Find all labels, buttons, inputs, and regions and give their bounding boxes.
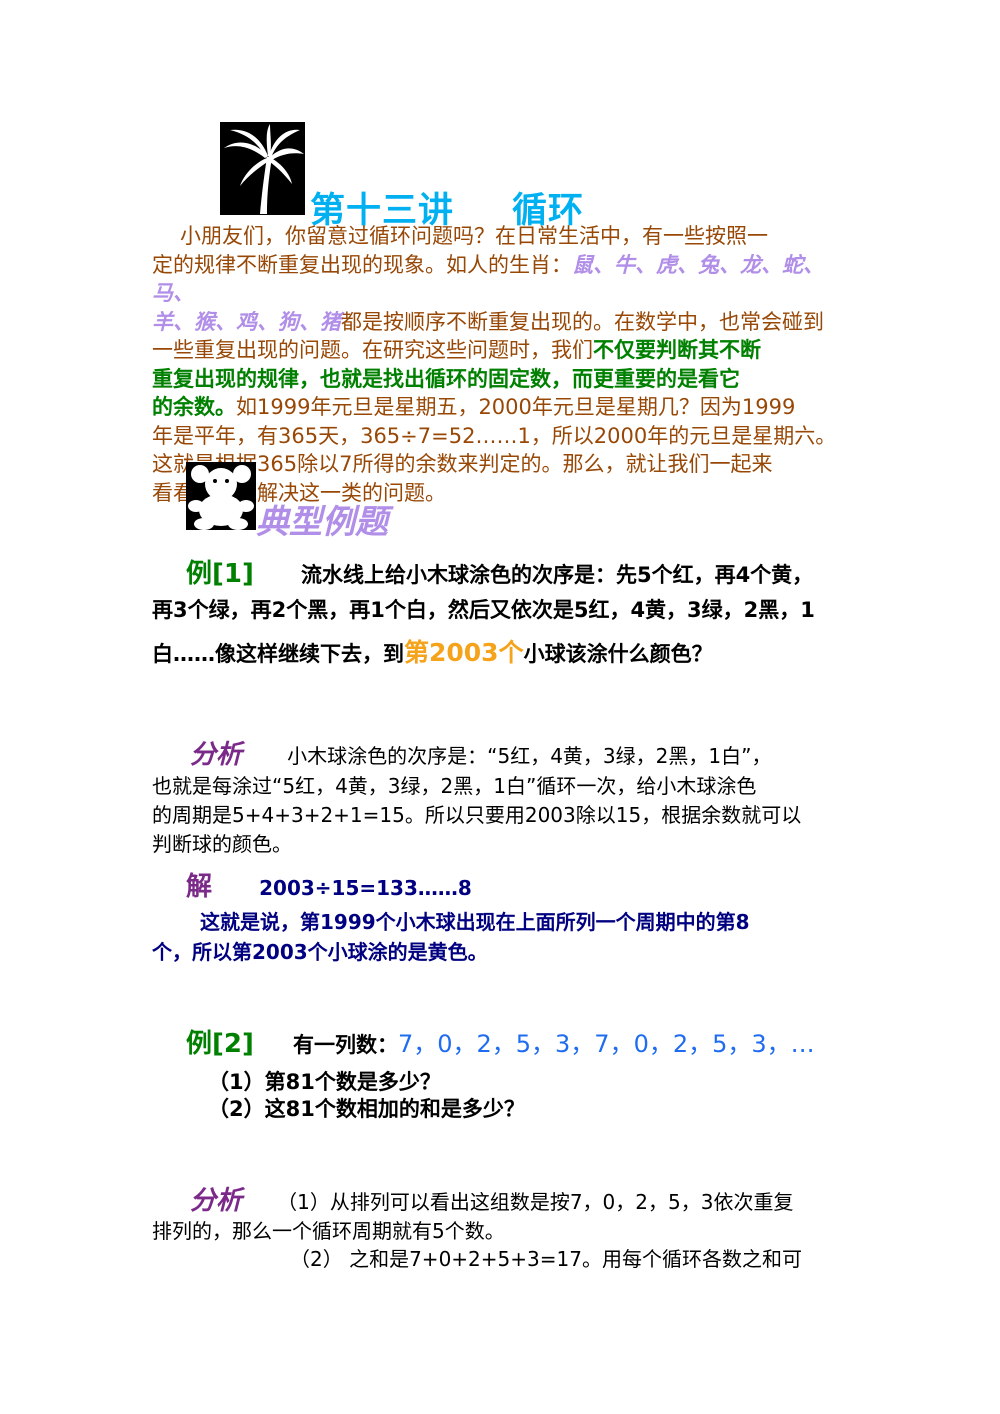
key-point: 重复出现的规律，也就是找出循环的固定数，而更重要的是看它 <box>152 366 740 391</box>
analysis-1: 分析 小木球涂色的次序是：“5红，4黄，3绿，2黑，1白”， <box>190 734 771 771</box>
zodiac-animals: 鼠、牛、虎、兔、龙、蛇、马、 <box>152 252 824 306</box>
key-point: 不仅要判断其不断 <box>593 338 761 362</box>
analysis-text: 排列的，那么一个循环周期就有5个数。 <box>152 1219 505 1243</box>
analysis-text: 的周期是5+4+3+2+1=15。所以只要用2003除以15，根据余数就可以 <box>152 803 802 827</box>
analysis-text: （1）从排列可以看出这组数是按7，0，2，5，3依次重复 <box>277 1190 794 1214</box>
solution-expression: 2003÷15=133……8 <box>259 876 472 900</box>
intro-text: 一些重复出现的问题。在研究这些问题时，我们 <box>152 338 593 362</box>
intro-paragraph: 小朋友们，你留意过循环问题吗？在日常生活中，有一些按照一 定的规律不断重复出现的… <box>152 222 852 507</box>
sub-question: （1）第81个数是多少？ <box>208 1070 441 1094</box>
intro-line: 定的规律不断重复出现的现象。如人的生肖：鼠、牛、虎、兔、龙、蛇、马、 <box>152 251 852 308</box>
intro-line: 羊、猴、鸡、狗、猪都是按顺序不断重复出现的。在数学中，也常会碰到 <box>152 308 852 337</box>
question-text: 白……像这样继续下去，到第2003个小球该涂什么颜色？ <box>152 633 713 669</box>
zodiac-animals: 羊、猴、鸡、狗、猪 <box>152 309 341 334</box>
analysis-text: 小木球涂色的次序是：“5红，4黄，3绿，2黑，1白”， <box>287 744 772 768</box>
example-1-question: 例[1] 流水线上给小木球涂色的次序是：先5个红，再4个黄， <box>186 553 813 590</box>
question-text: 有一列数： <box>292 1033 398 1057</box>
analysis-label: 分析 <box>190 740 243 770</box>
solution-text: 这就是说，第1999个小木球出现在上面所列一个周期中的第8 <box>200 910 750 934</box>
teddy-bear-icon <box>186 462 256 530</box>
intro-line: 小朋友们，你留意过循环问题吗？在日常生活中，有一些按照一 <box>180 224 768 248</box>
solution-label: 解 <box>186 872 213 902</box>
intro-text: 如1999年元旦是星期五，2000年元旦是星期几？因为1999 <box>236 395 796 419</box>
intro-line: 年是平年，有365天，365÷7=52……1，所以2000年的元旦是星期六。 <box>152 423 837 448</box>
highlight-number: 第2003个 <box>404 638 524 667</box>
solution-text: 个，所以第2003个小球涂的是黄色。 <box>152 940 488 964</box>
lecture-number: 第十三讲 <box>310 191 455 231</box>
example-label: 例[1] <box>186 559 254 589</box>
analysis-text: 也就是每涂过“5红，4黄，3绿，2黑，1白”循环一次，给小木球涂色 <box>152 774 757 798</box>
question-text: 再3个绿，再2个黑，再1个白，然后又依次是5红，4黄，3绿，2黑，1 <box>152 598 815 622</box>
intro-text: 都是按顺序不断重复出现的。在数学中，也常会碰到 <box>341 309 824 334</box>
lecture-topic: 循环 <box>512 191 585 231</box>
lecture-title: 第十三讲 循环 <box>310 182 584 233</box>
example-label: 例[2] <box>186 1029 254 1059</box>
key-point: 的余数。 <box>152 395 236 419</box>
palm-tree-icon <box>220 122 305 215</box>
solution-1: 解 2003÷15=133……8 <box>186 866 472 903</box>
intro-text: 定的规律不断重复出现的现象。如人的生肖： <box>152 252 572 277</box>
analysis-2: 分析 （1）从排列可以看出这组数是按7，0，2，5，3依次重复 <box>190 1180 793 1217</box>
intro-line: 这就是根据365除以7所得的余数来判定的。那么，就让我们一起来 <box>152 452 773 476</box>
analysis-label: 分析 <box>190 1186 243 1216</box>
section-heading: 典型例题 <box>256 502 388 541</box>
intro-line: 一些重复出现的问题。在研究这些问题时，我们不仅要判断其不断 <box>152 336 852 365</box>
question-text: 流水线上给小木球涂色的次序是：先5个红，再4个黄， <box>300 563 814 587</box>
intro-line: 的余数。如1999年元旦是星期五，2000年元旦是星期几？因为1999 <box>152 393 852 422</box>
question-part: 小球该涂什么颜色？ <box>523 642 713 666</box>
sub-question: （2）这81个数相加的和是多少？ <box>208 1097 525 1121</box>
analysis-text: （2） 之和是7+0+2+5+3=17。用每个循环各数之和可 <box>290 1247 802 1271</box>
number-sequence: 7，0，2，5，3，7，0，2，5，3，… <box>397 1030 815 1058</box>
question-part: 白……像这样继续下去，到 <box>152 642 404 666</box>
example-2-question: 例[2] 有一列数：7，0，2，5，3，7，0，2，5，3，… <box>186 1023 815 1060</box>
analysis-text: 判断球的颜色。 <box>152 832 292 856</box>
